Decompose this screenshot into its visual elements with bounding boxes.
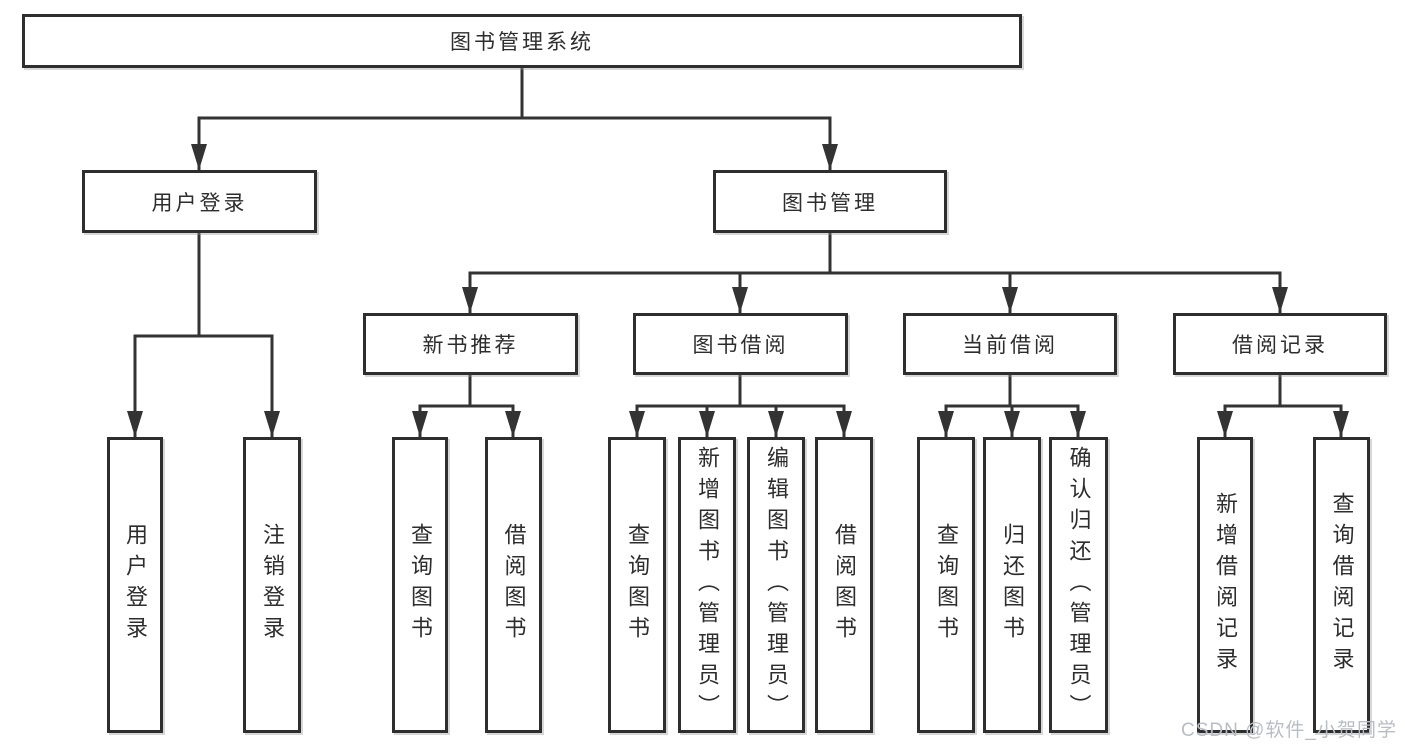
leaf-bb-add-book-admin: 新增图书（管理员）	[678, 437, 736, 733]
node-user-login: 用户登录	[82, 170, 317, 233]
leaf-bb-query-books: 查询图书	[608, 437, 666, 733]
leaf-nb-query-books: 查询图书	[392, 437, 448, 733]
node-current-borrowing: 当前借阅	[903, 313, 1117, 375]
leaf-br-query-record: 查询借阅记录	[1313, 437, 1370, 733]
node-book-management: 图书管理	[713, 170, 947, 233]
node-root: 图书管理系统	[22, 14, 1022, 68]
node-new-book-recommendation: 新书推荐	[363, 313, 578, 375]
leaf-logout: 注销登录	[243, 437, 301, 733]
csdn-watermark: CSDN @软件_小贺同学	[1181, 720, 1397, 741]
leaf-cb-confirm-return-admin: 确认归还（管理员）	[1049, 437, 1108, 733]
leaf-cb-return-books: 归还图书	[983, 437, 1041, 733]
leaf-bb-edit-book-admin: 编辑图书（管理员）	[747, 437, 805, 733]
leaf-bb-borrow-books: 借阅图书	[815, 437, 873, 733]
leaf-nb-borrow-books: 借阅图书	[485, 437, 542, 733]
node-borrowing-records: 借阅记录	[1173, 313, 1387, 375]
leaf-user-login: 用户登录	[107, 437, 163, 733]
connector-trunks	[133, 66, 1343, 408]
leaf-br-add-record: 新增借阅记录	[1197, 437, 1253, 733]
node-book-borrowing: 图书借阅	[633, 313, 848, 375]
leaf-cb-query-books: 查询图书	[917, 437, 975, 733]
